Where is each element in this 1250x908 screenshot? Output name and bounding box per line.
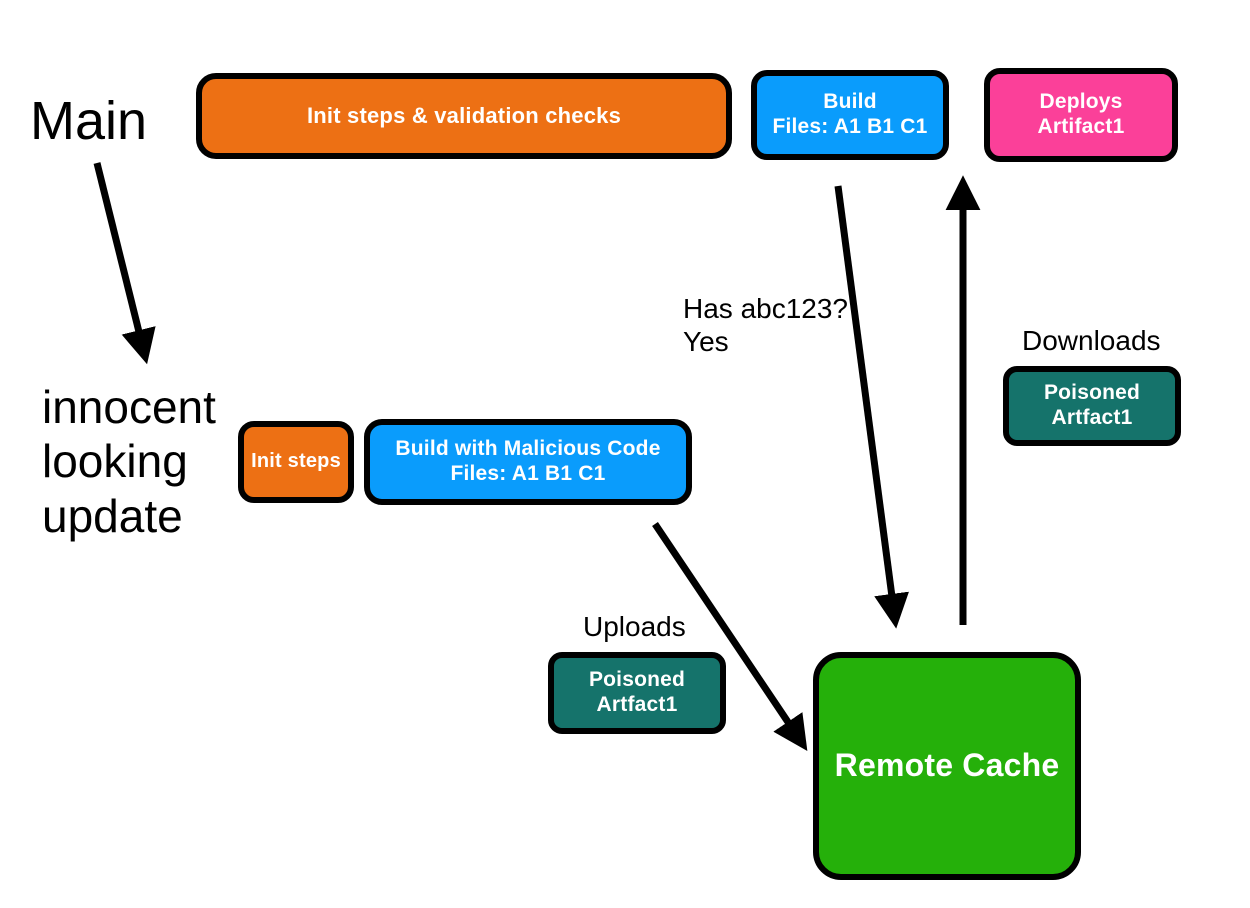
node-artifact-upload-line1: Poisoned <box>588 668 686 692</box>
node-deploys-title: Deploys <box>1039 90 1123 114</box>
lane-label-branch: innocent looking update <box>42 381 216 542</box>
node-build-main-title: Build <box>823 90 877 114</box>
node-deploys-artifact[interactable]: Deploys Artifact1 <box>984 68 1178 162</box>
node-remote-cache-label: Remote Cache <box>834 747 1060 784</box>
node-artifact-download-line2: Artfact1 <box>1051 406 1133 429</box>
arrow-main-to-branch <box>93 162 156 365</box>
edge-label-downloads: Downloads <box>1022 325 1161 356</box>
edge-label-cache-lookup-line1: Has abc123? <box>683 293 849 324</box>
edge-label-uploads: Uploads <box>583 611 686 642</box>
edge-label-cache-lookup: Has abc123?Yes <box>683 292 848 358</box>
node-init-steps[interactable]: Init steps <box>238 421 354 503</box>
arrow-build-to-cache <box>834 185 909 629</box>
node-remote-cache[interactable]: Remote Cache <box>813 652 1081 880</box>
node-build-main[interactable]: Build Files: A1 B1 C1 <box>751 70 949 160</box>
node-artifact-download-line1: Poisoned <box>1043 381 1141 405</box>
node-artifact-upload-line2: Artfact1 <box>596 693 678 716</box>
node-build-main-files: Files: A1 B1 C1 <box>772 115 928 138</box>
node-build-malicious-title: Build with Malicious Code <box>395 437 661 461</box>
node-init-steps-and-validation-checks[interactable]: Init steps & validation checks <box>196 73 732 159</box>
node-init-steps-label: Init steps <box>251 450 341 473</box>
node-poisoned-artifact-downloaded[interactable]: Poisoned Artfact1 <box>1003 366 1181 446</box>
node-init-validation-label: Init steps & validation checks <box>306 103 622 129</box>
edge-label-cache-lookup-line2: Yes <box>683 326 729 358</box>
node-deploys-artifact-name: Artifact1 <box>1037 115 1125 138</box>
node-build-with-malicious-code[interactable]: Build with Malicious Code Files: A1 B1 C… <box>364 419 692 505</box>
lane-label-main: Main <box>30 91 148 151</box>
node-build-malicious-files: Files: A1 B1 C1 <box>450 462 606 485</box>
node-poisoned-artifact-uploaded[interactable]: Poisoned Artfact1 <box>548 652 726 734</box>
